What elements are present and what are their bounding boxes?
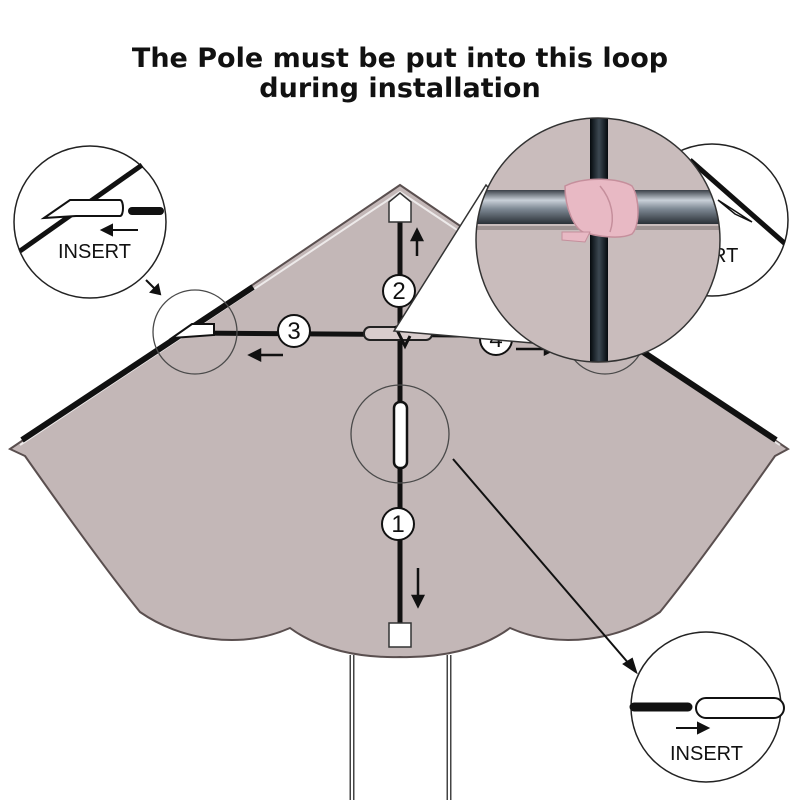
vertical-sleeve [392,400,409,470]
left-end-connector [168,323,215,340]
sleeve-capsule-icon [695,697,785,719]
bottom-insert-inset: INSERT [629,631,785,783]
center-knot [393,325,412,350]
title-line-1: The Pole must be put into this loop [131,43,669,74]
end-cap-icon [40,199,124,220]
insert-label: INSERT [58,241,131,263]
top-pocket [388,192,412,223]
step-number: 3 [287,318,300,345]
left-insert-inset: INSERT [13,145,167,299]
arrow-icon [676,721,711,735]
support-legs [349,655,452,800]
step-badge-3: 3 [277,314,311,348]
diagram-title: The Pole must be put into this loop duri… [0,44,800,104]
step-badge-1: 1 [381,507,415,541]
ribbon-loop-icon [564,178,639,238]
title-line-2: during installation [259,73,541,104]
insert-label: INSERT [670,743,743,765]
zoom-inset [475,117,721,363]
step-number: 1 [391,511,404,538]
step-number: 2 [392,278,405,305]
arrow-icon [99,223,138,237]
zoom-vertical-pole [590,118,608,362]
step-badge-2: 2 [382,274,416,308]
leader-arrows [145,279,638,675]
bottom-pocket [388,622,412,648]
